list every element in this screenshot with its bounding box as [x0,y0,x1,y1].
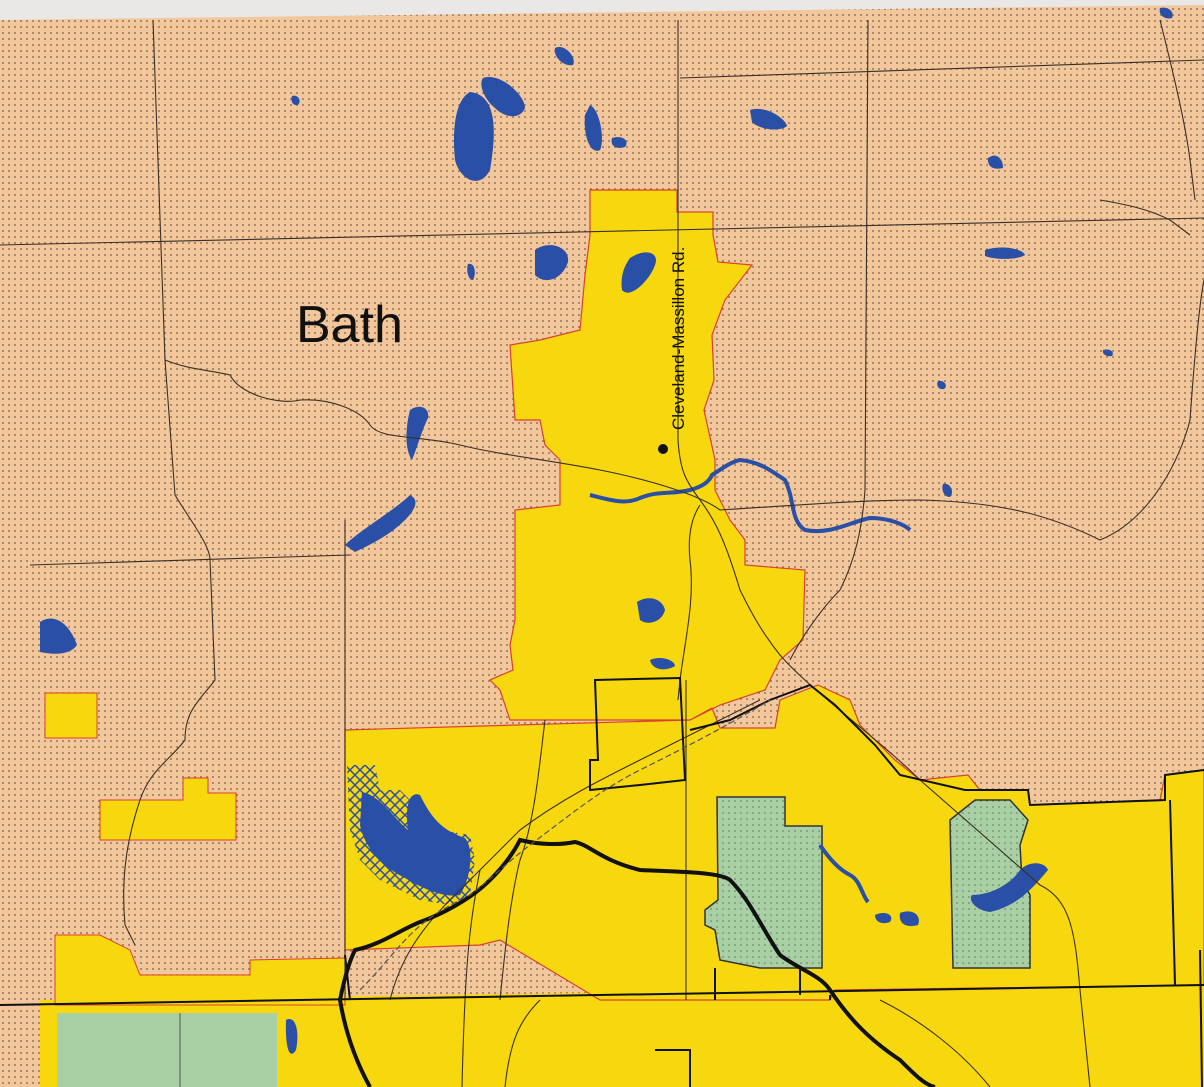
lake-21 [1102,349,1113,357]
lake-16 [360,792,471,896]
lake-24 [291,95,300,106]
lake-17 [285,1019,298,1054]
lake-23 [942,483,953,497]
park-parcel-west-2 [99,777,237,841]
lake-19 [899,911,919,927]
park-parcel-west-3 [54,934,346,1006]
lake-18 [875,912,892,924]
lake-10 [985,247,1025,259]
lake-25 [467,263,475,280]
road-network [0,19,1204,1087]
lake-14 [650,657,675,670]
park-area-south [40,985,1204,1087]
lake-2 [481,77,525,117]
lake-13 [637,598,665,623]
lake-26 [1159,7,1173,19]
boundary-lines [0,676,1204,1087]
lake-4 [584,105,602,151]
lake-9 [621,252,656,293]
lake-22 [937,380,946,390]
lake-8 [535,245,569,281]
green-area-3 [57,1013,277,1087]
lake-5 [611,137,627,148]
park-parcel-west-1 [44,692,98,739]
lake-15 [40,618,77,654]
lake-6 [750,108,787,130]
lake-1 [453,92,494,181]
river [589,457,912,534]
lake-12 [345,495,416,552]
lake-3 [554,46,574,66]
highway [338,837,936,1087]
lake-11 [406,406,429,460]
road-label: Cleveland-Massillon Rd. [669,247,688,430]
filled-circle-icon[interactable] [658,444,668,454]
railroad [359,699,771,991]
river-tributary [818,843,870,904]
township-label: Bath [296,296,403,354]
lake-7 [987,155,1003,169]
green-area-1 [704,796,823,969]
